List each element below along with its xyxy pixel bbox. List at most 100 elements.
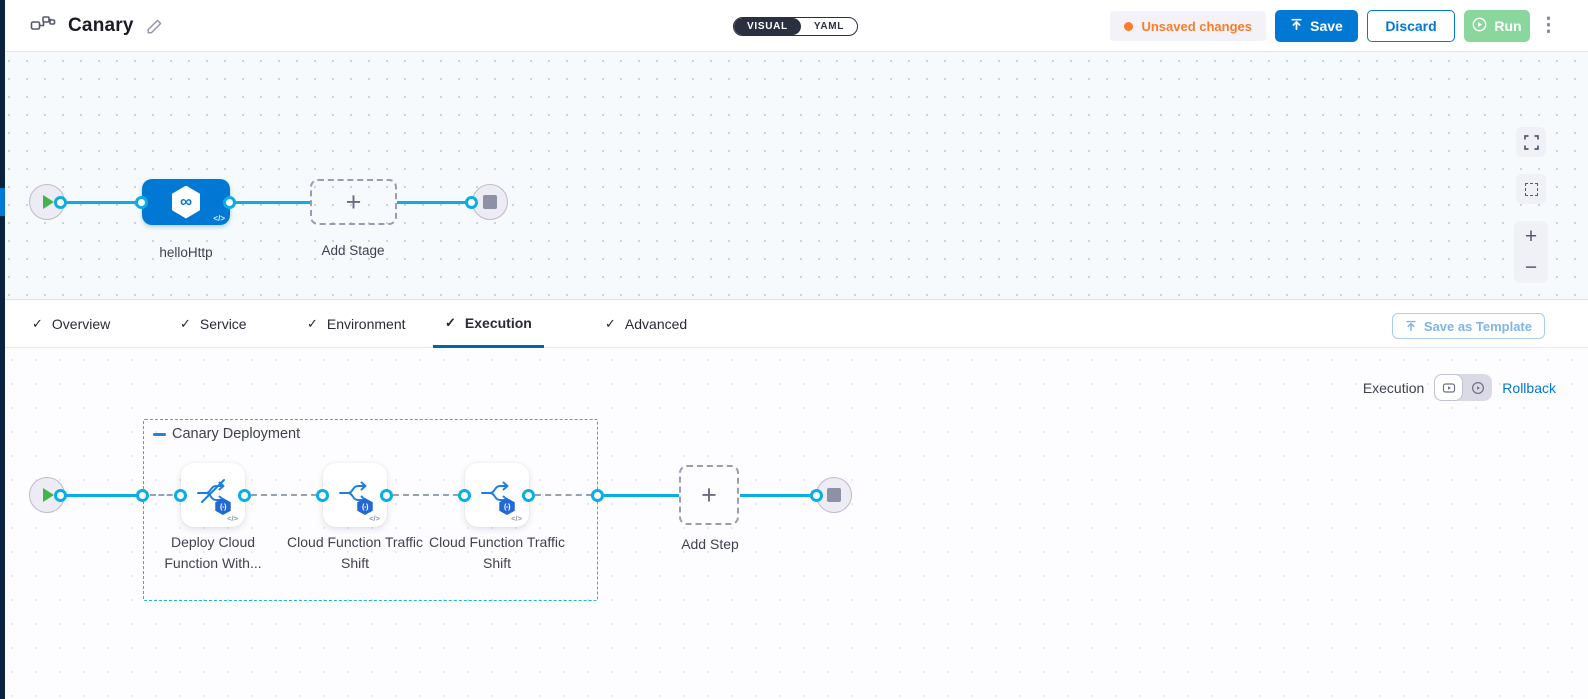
execution-mode-label: Execution bbox=[1362, 379, 1425, 396]
execution-mode-row: Execution Rollback bbox=[1363, 374, 1556, 401]
check-icon: ✓ bbox=[445, 314, 456, 330]
zoom-controls: + − bbox=[1514, 221, 1548, 283]
add-step-label: Add Step bbox=[681, 536, 739, 552]
play-icon bbox=[43, 488, 54, 502]
run-button[interactable]: Run bbox=[1464, 10, 1530, 42]
add-stage-label: Add Stage bbox=[321, 243, 385, 258]
stop-icon bbox=[483, 195, 497, 209]
fullscreen-icon bbox=[1523, 134, 1539, 150]
step-group-header: Canary Deployment bbox=[153, 426, 300, 442]
fullscreen-button[interactable] bbox=[1516, 127, 1546, 157]
tab-execution[interactable]: ✓ Execution bbox=[433, 300, 544, 348]
execution-view-button[interactable] bbox=[1434, 374, 1464, 401]
code-tag-icon: </> bbox=[511, 514, 522, 523]
header: Canary VISUAL YAML Unsaved changes bbox=[0, 0, 1588, 52]
stage-name-label: helloHttp bbox=[159, 245, 213, 260]
stop-icon bbox=[827, 488, 841, 502]
upload-icon bbox=[1406, 320, 1416, 332]
rollback-view-button[interactable] bbox=[1463, 374, 1492, 401]
flow-line-dashed bbox=[150, 494, 181, 496]
flow-line bbox=[397, 201, 474, 204]
rollback-view-icon bbox=[1471, 381, 1484, 394]
marquee-select-icon bbox=[1524, 182, 1538, 196]
execution-start-node[interactable] bbox=[29, 477, 65, 513]
tab-advanced[interactable]: ✓ Advanced bbox=[605, 316, 688, 332]
play-icon bbox=[43, 195, 54, 209]
page-title: Canary bbox=[68, 15, 134, 36]
flow-line-dashed bbox=[251, 494, 317, 496]
connector-point[interactable] bbox=[465, 196, 478, 209]
more-options-kebab-icon[interactable]: ⋮ bbox=[1539, 15, 1558, 36]
execution-canvas[interactable]: Execution Rollback Canary Deployment bbox=[0, 348, 1588, 699]
connector-point[interactable] bbox=[54, 196, 67, 209]
step-name-label: Deploy Cloud Function With... bbox=[164, 534, 262, 571]
rollback-link[interactable]: Rollback bbox=[1502, 379, 1556, 396]
tab-environment[interactable]: ✓ Environment bbox=[307, 316, 406, 332]
stage-tabbar: ✓ Overview ✓ Service ✓ Environment ✓ Exe… bbox=[0, 300, 1588, 348]
connector-point[interactable] bbox=[591, 489, 604, 502]
tab-overview[interactable]: ✓ Overview bbox=[32, 316, 111, 332]
execution-rollback-toggle bbox=[1434, 374, 1493, 401]
connector-point[interactable] bbox=[810, 489, 823, 502]
cloud-function-badge-icon: (-) bbox=[499, 498, 515, 515]
flow-line bbox=[604, 494, 679, 497]
check-icon: ✓ bbox=[180, 316, 191, 331]
visual-yaml-toggle: VISUAL YAML bbox=[733, 17, 859, 36]
save-as-template-button[interactable]: Save as Template bbox=[1391, 313, 1545, 339]
code-tag-icon: </> bbox=[369, 514, 380, 523]
check-icon: ✓ bbox=[307, 316, 318, 331]
collapse-group-icon[interactable] bbox=[153, 432, 166, 436]
pipeline-icon bbox=[30, 15, 56, 37]
flow-line bbox=[740, 494, 817, 497]
save-button[interactable]: Save bbox=[1275, 10, 1358, 42]
connector-point[interactable] bbox=[136, 489, 149, 502]
connector-point[interactable] bbox=[174, 489, 187, 502]
sidebar-accent bbox=[0, 188, 5, 216]
stage-canvas[interactable]: ∞ </> helloHttp + Add Stage + − bbox=[0, 52, 1588, 300]
collapsed-sidebar-strip[interactable] bbox=[0, 0, 5, 699]
connector-point[interactable] bbox=[54, 489, 67, 502]
execution-view-icon bbox=[1442, 382, 1455, 393]
check-icon: ✓ bbox=[32, 316, 43, 331]
step-group-label: Canary Deployment bbox=[172, 426, 301, 442]
check-icon: ✓ bbox=[605, 316, 616, 331]
connector-point[interactable] bbox=[135, 196, 148, 209]
step-name-label: Cloud Function Traffic Shift bbox=[287, 534, 423, 571]
toggle-visual[interactable]: VISUAL bbox=[734, 18, 801, 35]
zoom-out-button[interactable]: − bbox=[1524, 255, 1538, 279]
stage-node-hellohttp[interactable]: ∞ </> bbox=[142, 179, 230, 225]
connector-point[interactable] bbox=[223, 196, 236, 209]
connector-point[interactable] bbox=[458, 489, 471, 502]
upload-icon bbox=[1290, 18, 1303, 34]
toggle-yaml[interactable]: YAML bbox=[813, 21, 845, 32]
connector-point[interactable] bbox=[316, 489, 329, 502]
zoom-in-button[interactable]: + bbox=[1524, 224, 1538, 248]
add-stage-button[interactable]: + bbox=[310, 179, 397, 225]
add-step-button[interactable]: + bbox=[679, 465, 739, 525]
step-deploy-cloud-function[interactable]: (-) </> bbox=[181, 463, 245, 527]
connector-point[interactable] bbox=[380, 489, 393, 502]
connector-point[interactable] bbox=[238, 489, 251, 502]
connector-point[interactable] bbox=[522, 489, 535, 502]
code-tag-icon: </> bbox=[213, 214, 225, 223]
step-cloud-function-traffic-shift-2[interactable]: (-) </> bbox=[465, 463, 529, 527]
deployment-stage-icon: ∞ bbox=[172, 185, 200, 219]
code-tag-icon: </> bbox=[227, 514, 238, 523]
plus-icon: + bbox=[701, 479, 717, 510]
flow-line bbox=[61, 494, 144, 497]
step-cloud-function-traffic-shift-1[interactable]: (-) </> bbox=[323, 463, 387, 527]
plus-icon: + bbox=[345, 186, 362, 217]
step-name-label: Cloud Function Traffic Shift bbox=[429, 534, 565, 571]
flow-line bbox=[61, 201, 142, 204]
unsaved-changes-badge: Unsaved changes bbox=[1110, 11, 1266, 41]
unsaved-dot-icon bbox=[1124, 21, 1134, 31]
step-group-canary-deployment[interactable] bbox=[143, 419, 598, 601]
flow-line-dashed bbox=[393, 494, 459, 496]
tab-service[interactable]: ✓ Service bbox=[180, 316, 247, 332]
discard-button[interactable]: Discard bbox=[1367, 10, 1455, 42]
flow-line-dashed bbox=[535, 494, 592, 496]
select-mode-button[interactable] bbox=[1516, 174, 1546, 204]
play-circle-icon bbox=[1472, 17, 1487, 35]
edit-title-icon[interactable] bbox=[146, 18, 163, 35]
